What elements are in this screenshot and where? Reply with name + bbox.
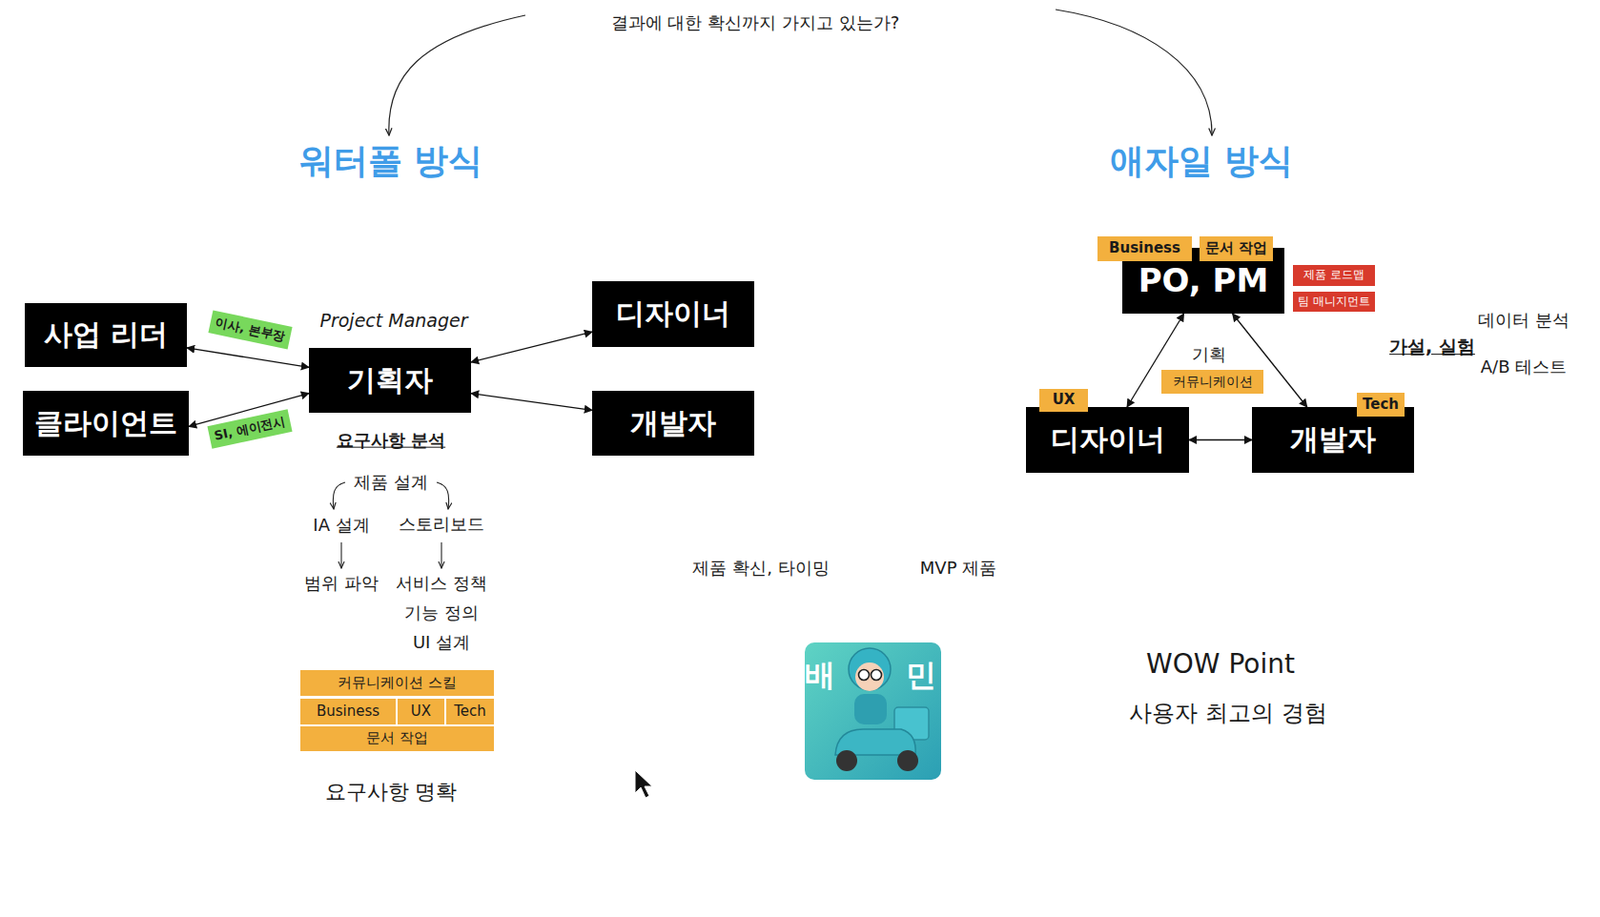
note-text: 워터폴 방식 xyxy=(299,141,484,181)
note-text: 서비스 정책 xyxy=(395,574,488,595)
leader-curve xyxy=(389,15,526,136)
duty-tag: 팀 매니지먼트 xyxy=(1292,291,1375,312)
note-text: 요구사항 명확 xyxy=(325,779,458,804)
skill-tag: Business xyxy=(300,698,396,725)
node-text: Tech xyxy=(453,703,487,720)
node-text: 디자이너 xyxy=(615,297,731,331)
role-box: 기획자 xyxy=(308,348,472,413)
note-text: IA 설계 xyxy=(312,515,370,536)
role-box: 사업 리더 xyxy=(24,303,187,368)
note-text: MVP 제품 xyxy=(920,558,997,579)
leader-curve xyxy=(1055,9,1212,136)
mouse-cursor xyxy=(635,770,653,799)
rider-glasses xyxy=(859,670,870,681)
stakeholder-tag: SI, 에이전시 xyxy=(206,409,292,449)
role-box: 클라이언트 xyxy=(22,390,189,456)
note-text: UI 설계 xyxy=(412,633,471,654)
node-text: UX xyxy=(410,703,431,720)
scooter-wheel xyxy=(897,750,919,772)
skill-tag: 커뮤니케이션 스킬 xyxy=(300,670,494,697)
node-text: 클라이언트 xyxy=(34,407,178,441)
note-text: 민 xyxy=(905,657,937,694)
skill-tag: Tech xyxy=(1356,392,1405,417)
skill-tag: UX xyxy=(397,698,445,725)
skill-tag: Business xyxy=(1097,236,1192,262)
note-text: 기획 xyxy=(1191,345,1227,366)
scooter-wheel xyxy=(836,750,858,772)
node-text: Tech xyxy=(1362,396,1399,413)
note-text: 애자일 방식 xyxy=(1109,141,1294,181)
skill-tag: UX xyxy=(1039,389,1088,412)
node-text: 기획자 xyxy=(347,364,433,398)
skill-tag: 문서 작업 xyxy=(1199,236,1273,262)
leader-curve xyxy=(436,482,450,510)
node-text: 개발자 xyxy=(630,407,717,441)
node-text: 커뮤니케이션 스킬 xyxy=(337,675,457,692)
leader-curve xyxy=(332,482,346,510)
role-box: 디자이너 xyxy=(1025,407,1190,473)
connector-arrow xyxy=(186,348,309,369)
note-text: 스토리보드 xyxy=(398,514,485,535)
note-text: WOW Point xyxy=(1146,649,1295,680)
note-text: 결과에 대한 확신까지 가지고 있는가? xyxy=(611,13,900,34)
rider-body xyxy=(854,694,887,725)
leader-arrow xyxy=(440,542,442,569)
note-text: 제품 설계 xyxy=(353,472,429,493)
node-text: Business xyxy=(316,703,380,720)
note-text: 기능 정의 xyxy=(404,603,479,624)
node-text: 문서 작업 xyxy=(366,730,429,747)
node-text: 개발자 xyxy=(1290,423,1376,457)
node-text: 문서 작업 xyxy=(1205,240,1268,257)
role-box: 개발자 xyxy=(592,390,755,456)
rider-helmet xyxy=(848,648,891,691)
note-text: A/B 테스트 xyxy=(1480,357,1567,378)
node-text: 이사, 본부장 xyxy=(213,315,287,345)
note-text: Project Manager xyxy=(319,310,468,332)
baemin-icon xyxy=(804,642,942,780)
node-text: 커뮤니케이션 xyxy=(1172,373,1253,390)
node-text: 제품 로드맵 xyxy=(1303,268,1365,283)
icon-ground xyxy=(804,642,942,780)
node-text: UX xyxy=(1052,391,1076,409)
skill-tag: 커뮤니케이션 xyxy=(1161,369,1264,394)
rider-face xyxy=(855,662,884,692)
node-text: SI, 에이전시 xyxy=(212,414,287,444)
note-text: 요구사항 분석 xyxy=(336,430,446,452)
note-text: 사용자 최고의 경험 xyxy=(1128,700,1327,728)
rider-glasses xyxy=(871,670,883,681)
node-text: 팀 매니지먼트 xyxy=(1297,295,1371,309)
role-box: 디자이너 xyxy=(592,281,755,348)
connector-arrow xyxy=(471,331,593,363)
node-text: Business xyxy=(1108,240,1181,257)
connector-arrow xyxy=(471,393,593,411)
connector-arrow xyxy=(1189,439,1252,441)
note-text: 데이터 분석 xyxy=(1477,310,1570,331)
skill-tag: Tech xyxy=(446,698,494,725)
leader-arrow xyxy=(340,542,342,569)
node-text: 사업 리더 xyxy=(43,318,168,352)
note-text: 배 xyxy=(804,657,836,694)
note-text: 가설, 실험 xyxy=(1389,336,1476,358)
stakeholder-tag: 이사, 본부장 xyxy=(207,309,292,349)
duty-tag: 제품 로드맵 xyxy=(1292,265,1375,287)
skill-tag: 문서 작업 xyxy=(300,726,494,752)
role-box: 개발자 xyxy=(1251,407,1415,473)
node-text: 디자이너 xyxy=(1050,423,1166,457)
note-text: 제품 확신, 타이밍 xyxy=(692,558,829,579)
node-text: PO, PM xyxy=(1138,262,1270,300)
note-text: 범위 파악 xyxy=(304,574,379,595)
